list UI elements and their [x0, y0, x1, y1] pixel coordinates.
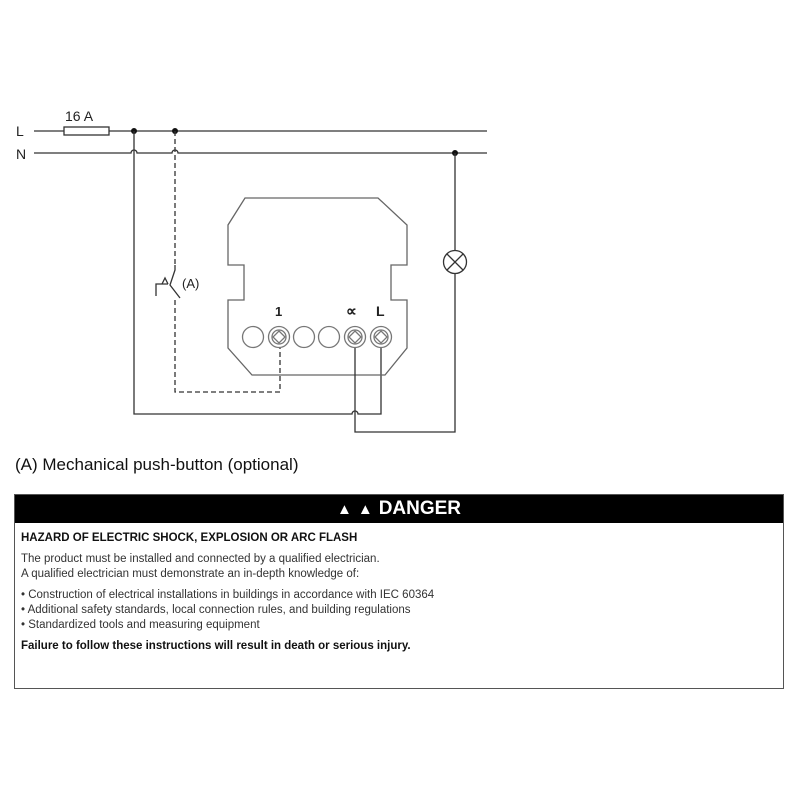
knowledge-list: Construction of electrical installations… [21, 588, 777, 633]
neutral-label: N [16, 146, 26, 162]
pushbutton-icon [155, 265, 181, 299]
switch-label: (A) [182, 276, 199, 291]
supply-wire [133, 131, 382, 415]
list-item: Standardized tools and measuring equipme… [21, 618, 777, 633]
danger-header: ▲ ▲ DANGER [15, 495, 783, 523]
wiring-diagram: L N 16 A (A) 1 ∝ L [16, 108, 487, 433]
terminals [241, 325, 393, 349]
terminal-l-label: L [376, 303, 385, 319]
fuse-label: 16 A [65, 108, 94, 124]
intro-line: The product must be installed and connec… [21, 553, 380, 565]
module-outline [227, 197, 408, 376]
junction-dots [131, 128, 458, 156]
lamp-wire [354, 153, 456, 433]
danger-title: DANGER [378, 498, 462, 519]
list-item: Construction of electrical installations… [21, 588, 777, 603]
danger-box: ▲ ▲ DANGER HAZARD OF ELECTRIC SHOCK, EXP… [14, 494, 784, 689]
danger-footer: Failure to follow these instructions wil… [21, 640, 411, 652]
fuse [63, 126, 110, 136]
terminal-1-label: 1 [275, 304, 282, 319]
warning-icon: ▲ [336, 500, 352, 518]
diagram-caption: (A) Mechanical push-button (optional) [15, 455, 299, 474]
warning-icon: ▲ [357, 500, 373, 518]
hazard-heading: HAZARD OF ELECTRIC SHOCK, EXPLOSION OR A… [21, 532, 358, 544]
lamp-icon [442, 249, 468, 275]
line-label: L [16, 123, 24, 139]
neutral-wire [34, 149, 487, 154]
terminal-dimmer-label: ∝ [346, 303, 357, 320]
list-item: Additional safety standards, local conne… [21, 603, 777, 618]
pushbutton-wire [174, 131, 281, 393]
intro-line: A qualified electrician must demonstrate… [21, 568, 360, 580]
